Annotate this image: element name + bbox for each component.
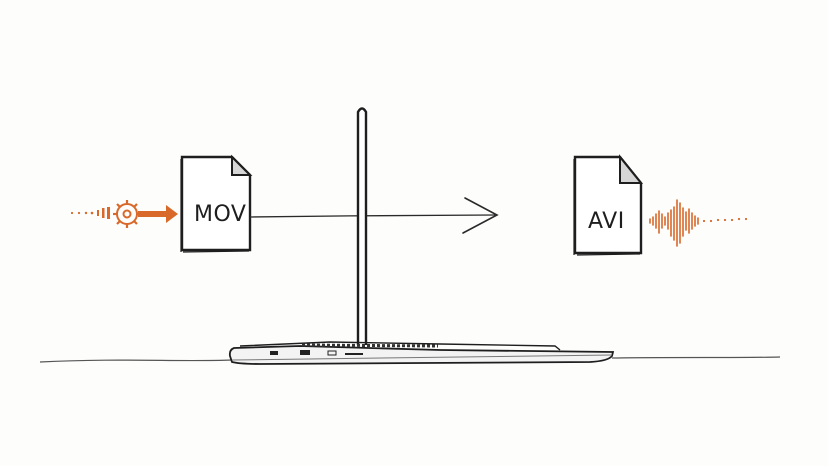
avi-label: AVI xyxy=(588,209,625,234)
mov-label: MOV xyxy=(194,202,246,227)
port-icon xyxy=(327,350,337,356)
slot-icon xyxy=(345,353,363,355)
output-dots-icon xyxy=(702,217,748,223)
input-dots-icon xyxy=(70,207,110,219)
port-icon xyxy=(300,350,310,355)
laptop-base xyxy=(228,341,615,365)
input-arrow-icon xyxy=(138,205,178,223)
laptop-screen xyxy=(356,107,368,345)
gear-icon xyxy=(113,200,141,228)
ground-line xyxy=(39,356,781,363)
mov-file-icon: MOV xyxy=(180,154,253,253)
avi-file-icon: AVI xyxy=(573,154,644,256)
soundwave-icon xyxy=(649,199,699,247)
conversion-line xyxy=(249,214,496,218)
usb-port-icon xyxy=(270,351,278,355)
conversion-arrowhead-icon xyxy=(462,197,499,234)
